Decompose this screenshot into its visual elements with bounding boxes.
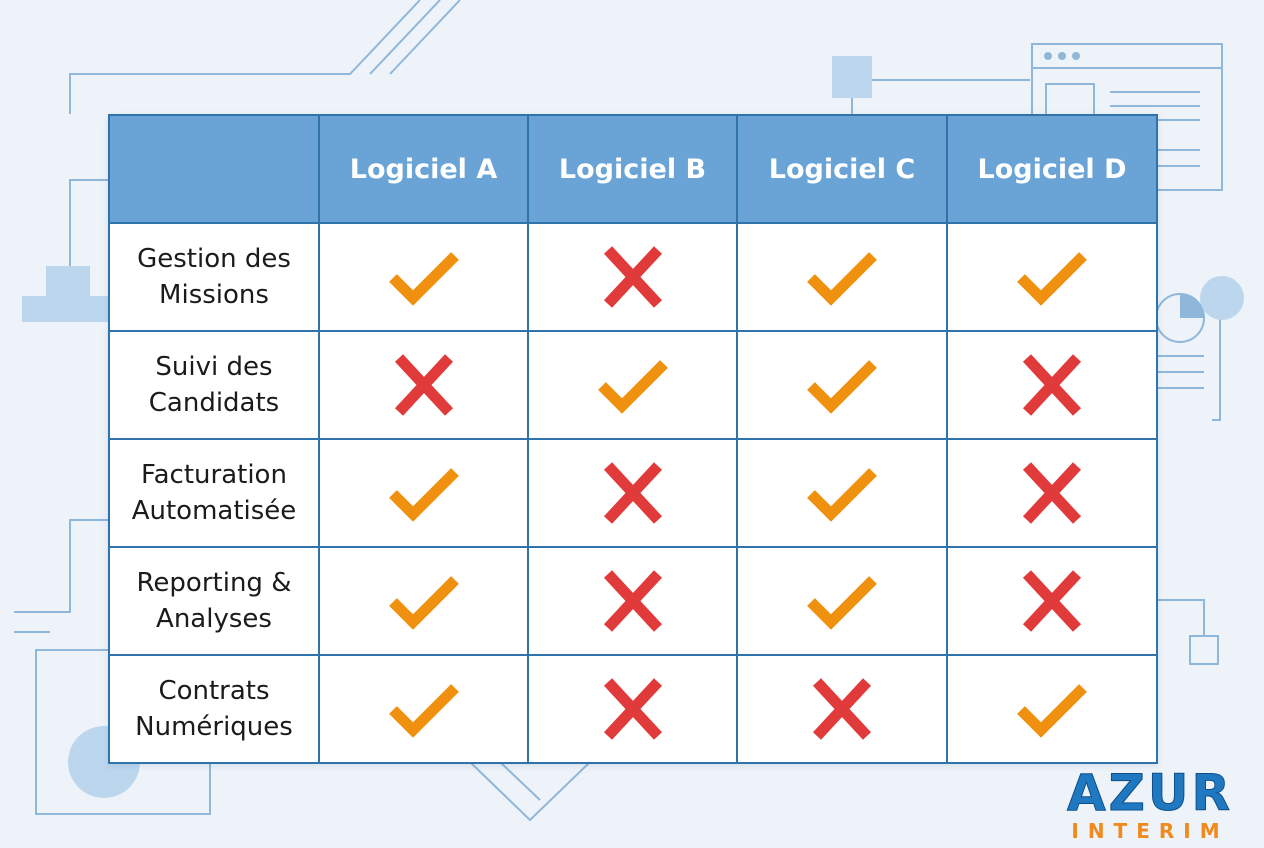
check-icon	[388, 684, 459, 738]
logo-interim-text: INTERIM	[1071, 819, 1229, 843]
check-icon	[807, 252, 877, 306]
header-logiciel-d: Logiciel D	[946, 114, 1158, 224]
feature-label-line: Analyses	[156, 604, 272, 634]
header-logiciel-c: Logiciel C	[736, 114, 948, 224]
cell-logiciel-b	[527, 546, 738, 656]
header-corner	[108, 114, 320, 224]
cell-logiciel-d	[946, 546, 1158, 656]
azur-interim-logo: AZUR INTERIM	[1050, 764, 1250, 843]
logo-azur-text: AZUR	[1066, 764, 1234, 822]
cell-logiciel-b	[527, 438, 738, 548]
feature-label: Reporting & Analyses	[108, 546, 320, 656]
feature-label-line: Facturation	[141, 460, 287, 490]
cell-logiciel-c	[736, 222, 948, 332]
cell-logiciel-a	[318, 546, 529, 656]
check-icon	[388, 576, 459, 630]
cell-logiciel-a	[318, 330, 529, 440]
cross-icon	[394, 354, 453, 416]
cell-logiciel-c	[736, 330, 948, 440]
header-row: Logiciel A Logiciel B Logiciel C Logicie…	[108, 114, 1158, 224]
check-icon	[807, 576, 877, 630]
cross-icon	[1022, 462, 1082, 524]
cell-logiciel-b	[527, 330, 738, 440]
cell-logiciel-d	[946, 222, 1158, 332]
cross-icon	[603, 462, 662, 524]
check-icon	[1017, 252, 1087, 306]
header-logiciel-b: Logiciel B	[527, 114, 738, 224]
feature-label-line: Candidats	[148, 388, 280, 418]
check-icon	[807, 360, 877, 414]
table-header: Logiciel A Logiciel B Logiciel C Logicie…	[108, 114, 1158, 224]
check-icon	[807, 468, 877, 522]
cross-icon	[603, 678, 662, 740]
header-logiciel-a: Logiciel A	[318, 114, 529, 224]
table-row: Reporting & Analyses	[108, 546, 1158, 656]
cross-icon	[1022, 354, 1082, 416]
check-icon	[1017, 684, 1087, 738]
cell-logiciel-d	[946, 438, 1158, 548]
feature-label-line: Missions	[159, 280, 269, 310]
cell-logiciel-b	[527, 222, 738, 332]
feature-label-line: Reporting &	[136, 568, 292, 598]
cell-logiciel-a	[318, 438, 529, 548]
cell-logiciel-b	[527, 654, 738, 764]
cross-icon	[1022, 570, 1082, 632]
feature-label-line: Automatisée	[131, 496, 297, 526]
check-icon	[388, 468, 459, 522]
feature-label-line: Contrats	[158, 676, 270, 706]
cross-icon	[603, 246, 662, 308]
cross-icon	[812, 678, 872, 740]
check-icon	[388, 252, 459, 306]
cell-logiciel-a	[318, 654, 529, 764]
feature-label-line: Numériques	[135, 712, 293, 742]
cell-logiciel-c	[736, 546, 948, 656]
cell-logiciel-c	[736, 438, 948, 548]
cell-logiciel-d	[946, 654, 1158, 764]
cell-logiciel-d	[946, 330, 1158, 440]
cross-icon	[603, 570, 662, 632]
check-icon	[597, 360, 668, 414]
cell-logiciel-a	[318, 222, 529, 332]
cell-logiciel-c	[736, 654, 948, 764]
comparison-table: Logiciel A Logiciel B Logiciel C Logicie…	[108, 114, 1158, 764]
feature-label-line: Suivi des	[155, 352, 273, 382]
feature-label-line: Gestion des	[137, 244, 291, 274]
